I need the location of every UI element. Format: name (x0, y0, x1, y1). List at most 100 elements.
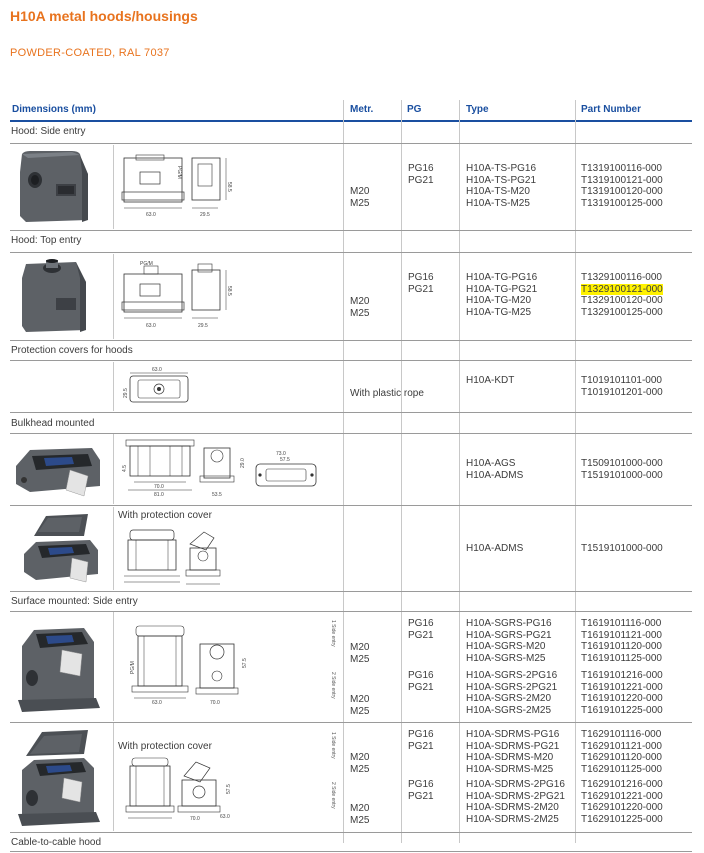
metr-cell: M20 M25 (350, 752, 370, 775)
dim-width: 63.0 (152, 700, 162, 706)
section-title: Surface mounted: Side entry (11, 596, 138, 607)
dim-b: 81.0 (154, 492, 164, 498)
dim-depth: 29.5 (200, 212, 210, 218)
col-divider (113, 362, 114, 411)
metr-cell: M20 M25 (350, 803, 370, 826)
row-rule (10, 591, 692, 592)
part-number-cell: T1519101000-000 (581, 543, 663, 554)
type-cell: H10A-TS-PG16 H10A-TS-PG21 H10A-TS-M20 H1… (466, 163, 537, 209)
pg-cell: PG16 PG21 (408, 618, 434, 641)
part-number-cell: T1619101216-000 T1619101221-000 T1619101… (581, 670, 663, 716)
surface-housing-drawing: PG/M 63.0 57.5 70.0 (118, 622, 268, 706)
surface-cover-drawing: 63.0 70.0 57.5 (120, 756, 250, 822)
dim-pg: PG/M (130, 661, 136, 674)
dim-f: 73.0 (276, 451, 286, 457)
col-divider (113, 723, 114, 831)
row-rule (10, 230, 692, 231)
surface-cover-photo (12, 726, 104, 830)
bulkhead-drawing: 4.5 70.0 81.0 53.5 29.0 73.0 57.5 (116, 438, 332, 498)
dim-e: 29.0 (240, 458, 246, 468)
row-note: With protection cover (118, 510, 212, 521)
section-title: Hood: Side entry (11, 126, 86, 137)
col-divider (113, 612, 114, 721)
protection-cover-drawing: 63.0 29.5 (118, 364, 198, 408)
dim-width: 63.0 (146, 212, 156, 218)
dim-width: 63.0 (220, 814, 230, 820)
type-cell: H10A-SGRS-PG16 H10A-SGRS-PG21 H10A-SGRS-… (466, 618, 552, 664)
header-part-number: Part Number (581, 104, 642, 115)
pg-cell: PG16 PG21 (408, 670, 434, 693)
part-number-cell: T1329100116-000 (581, 272, 662, 283)
metr-cell: M20 M25 (350, 694, 370, 717)
part-number-cell: T1019101101-000 T1019101201-000 (581, 375, 663, 398)
dim-d: 53.5 (212, 492, 222, 498)
entry-label: 2 Side entry (330, 782, 336, 809)
section-title: Hood: Top entry (11, 235, 82, 246)
hood-side-entry-drawing: 63.0 29.5 58.5 PG/M (118, 152, 248, 222)
col-divider (459, 100, 460, 843)
bulkhead-cover-drawing (120, 524, 230, 590)
surface-housing-photo (12, 616, 104, 716)
entry-label: 1 Side entry (330, 732, 336, 759)
type-cell: H10A-TG-PG16 H10A-TG-PG21 H10A-TG-M20 H1… (466, 272, 538, 318)
entry-label: 1 Side entry (330, 620, 336, 647)
row-rule (10, 252, 692, 253)
col-divider (113, 254, 114, 339)
section-title: Protection covers for hoods (11, 345, 133, 356)
header-type: Type (466, 104, 489, 115)
dim-depth: 29.5 (123, 388, 129, 398)
col-divider (343, 100, 344, 843)
row-rule (10, 412, 692, 413)
row-note: With protection cover (118, 741, 212, 752)
type-cell: H10A-SDRMS-2PG16 H10A-SDRMS-2PG21 H10A-S… (466, 779, 565, 825)
metr-cell: M20 M25 (350, 296, 370, 319)
header-pg: PG (407, 104, 422, 115)
entry-label: 2 Side entry (330, 672, 336, 699)
type-cell: H10A-SGRS-2PG16 H10A-SGRS-2PG21 H10A-SGR… (466, 670, 558, 716)
header-metr: Metr. (350, 104, 374, 115)
col-divider (113, 145, 114, 229)
row-rule (10, 340, 692, 341)
highlighted-part-number: T1329100121-000 (581, 283, 663, 295)
row-rule (10, 143, 692, 144)
section-title: Bulkhead mounted (11, 418, 95, 429)
row-rule (10, 611, 692, 612)
part-number-cell: T1629101216-000 T1629101221-000 T1629101… (581, 779, 663, 825)
page-title: H10A metal hoods/housings (10, 8, 198, 24)
dim-g: 57.5 (280, 457, 290, 463)
hood-side-entry-photo (12, 150, 97, 225)
part-number-cell: T1509101000-000 T1519101000-000 (581, 458, 663, 481)
type-cell: H10A-AGS H10A-ADMS (466, 458, 524, 481)
header-dimensions: Dimensions (mm) (12, 104, 96, 115)
metr-cell: M20 M25 (350, 642, 370, 665)
bulkhead-housing-photo (10, 436, 106, 502)
row-rule (10, 505, 692, 506)
pg-cell: PG16 PG21 (408, 729, 434, 752)
dim-depth: 29.5 (198, 323, 208, 329)
hood-top-entry-drawing: PG/M 63.0 29.5 58.5 (118, 260, 248, 332)
part-number-cell: T1329100120-000 T1329100125-000 (581, 295, 663, 318)
row-rule (10, 832, 692, 833)
pg-cell: PG16 PG21 (408, 272, 434, 295)
col-divider (113, 434, 114, 504)
section-title: Cable-to-cable hood (11, 837, 102, 848)
col-divider (401, 100, 402, 843)
bulkhead-cover-photo (16, 508, 106, 588)
row-rule (10, 851, 692, 852)
dim-width: 63.0 (146, 323, 156, 329)
dim-depth: 70.0 (190, 816, 200, 822)
dim-width: 63.0 (152, 367, 162, 373)
dim-height: 57.5 (242, 658, 248, 668)
dim-height: 58.5 (226, 182, 232, 192)
part-number-cell: T1319100116-000 T1319100121-000 T1319100… (581, 163, 663, 209)
header-rule (10, 120, 692, 122)
dim-height: 57.5 (226, 784, 232, 794)
part-number-cell: T1629101116-000 T1629101121-000 T1629101… (581, 729, 662, 775)
type-cell: H10A-ADMS (466, 543, 524, 554)
type-cell: H10A-KDT (466, 375, 515, 386)
row-rule (10, 360, 692, 361)
metr-note-cell: With plastic rope (350, 388, 424, 399)
pg-cell: PG16 PG21 (408, 779, 434, 802)
type-cell: H10A-SDRMS-PG16 H10A-SDRMS-PG21 H10A-SDR… (466, 729, 560, 775)
part-number-cell-highlighted: T1329100121-000 (581, 283, 663, 296)
